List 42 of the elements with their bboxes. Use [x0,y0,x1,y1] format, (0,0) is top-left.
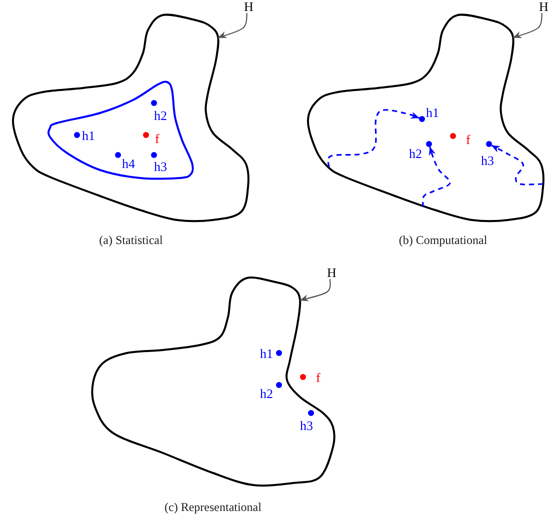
point-marker [115,152,121,158]
point-marker [276,350,282,356]
point-label: h3 [300,419,313,432]
point-label: h1 [82,129,95,142]
dashed-path-arrow [422,146,451,207]
point-marker [419,116,425,122]
closed-curve-region [306,13,545,223]
point-marker [151,100,157,106]
set-label: H [327,266,336,279]
dashed-path-arrow [327,109,420,168]
point-marker [151,152,157,158]
point-label: f [466,133,470,146]
point-marker [74,132,80,138]
subfigure-caption: (c) Representational [164,501,262,513]
leader-arrow [300,278,331,302]
point-label: h2 [260,387,273,400]
point-marker [450,133,456,139]
closed-curve-region [91,276,336,487]
point-label: f [316,371,320,384]
point-marker [143,132,149,138]
leader-arrow [218,12,248,38]
closed-curve-region [47,80,194,180]
set-label: H [244,0,254,13]
point-marker [486,141,492,147]
closed-curve-region [11,13,250,223]
point-marker [308,410,314,416]
point-label: h2 [409,147,422,160]
point-label: h3 [154,160,167,173]
subfigure-caption: (a) Statistical [99,234,163,246]
point-label: h4 [122,157,135,170]
point-label: f [155,132,160,145]
point-marker [426,141,432,147]
subfigure-caption: (b) Computational [398,234,488,246]
leader-arrow [512,12,543,38]
point-marker [276,382,282,388]
point-marker [300,374,306,380]
point-label: h2 [154,109,167,122]
set-label: H [539,0,548,13]
dashed-path-arrow [491,144,544,186]
point-label: h1 [260,347,273,360]
point-label: h3 [481,154,494,167]
point-label: h1 [426,106,439,119]
